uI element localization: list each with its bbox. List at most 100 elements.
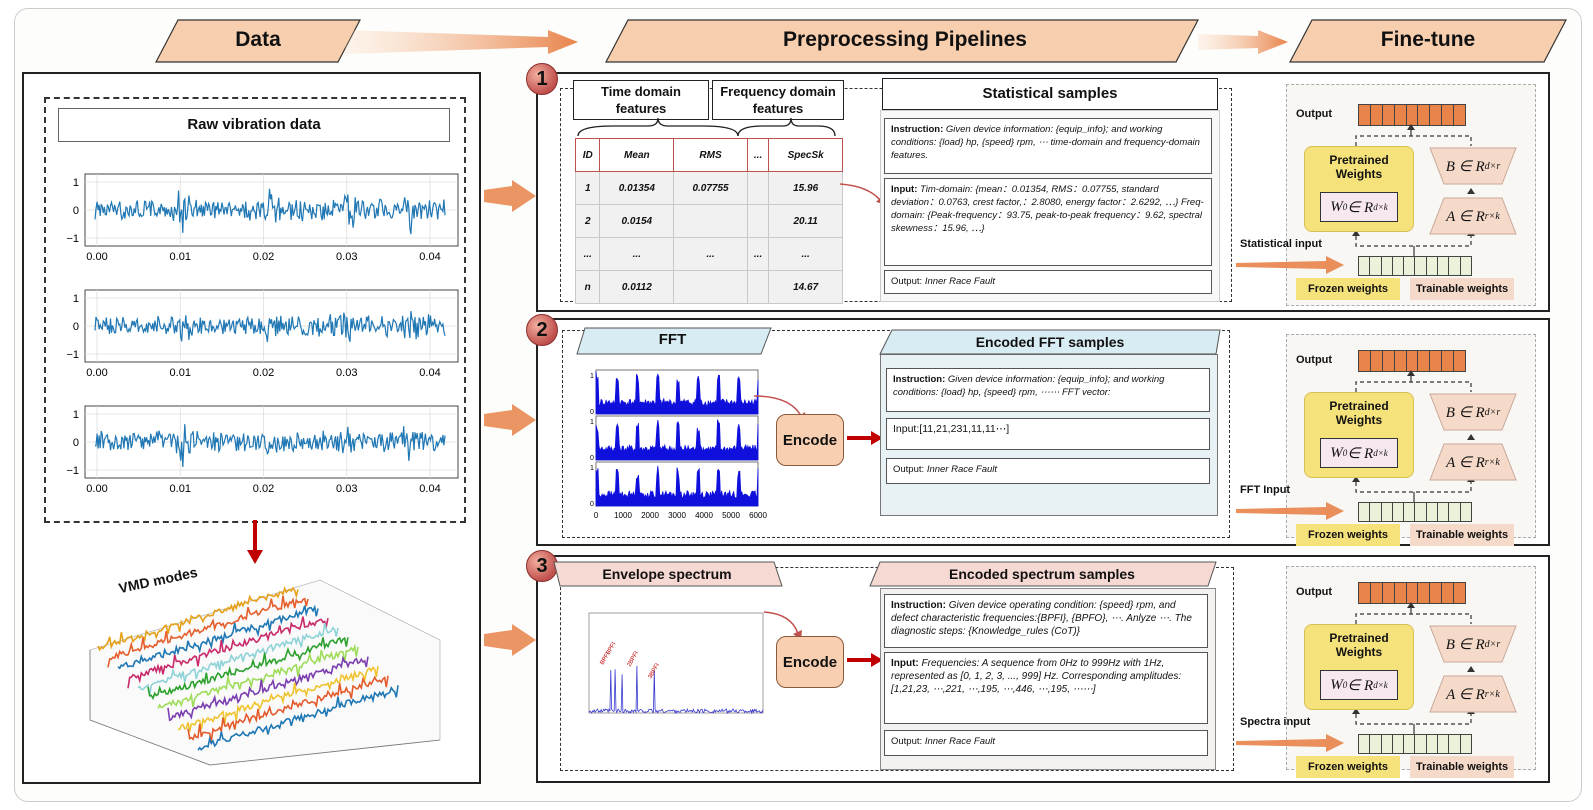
table-cell: n — [574, 270, 601, 304]
vmd-mode-line — [187, 675, 389, 742]
p2-output-text: Inner Race Fault — [926, 464, 998, 475]
p2-input-text: Input:[11,21,231,11,11⋯] — [893, 423, 1010, 435]
p1-input-box: Input: Tim-domain: {mean：0.01354, RMS：0.… — [884, 178, 1212, 266]
col-header: SpecSk — [768, 138, 843, 172]
header-banners — [155, 19, 1567, 63]
y-tick-label: −1 — [66, 465, 79, 477]
y-tick-label: 1 — [73, 293, 79, 305]
p1-input-label: Input: — [891, 184, 918, 195]
input-arrow — [1236, 502, 1344, 520]
p3-input-box: Input: Frequencies: A sequence from 0Hz … — [884, 652, 1208, 724]
envelope-line — [588, 665, 764, 715]
table-cell — [673, 204, 748, 238]
table-cell — [746, 204, 770, 238]
header-arrow-1 — [345, 30, 578, 54]
finetune-input-label: FFT Input — [1240, 484, 1291, 496]
encoded-fft-title: Encoded FFT samples — [975, 334, 1125, 350]
vmd-mode-line — [167, 655, 369, 722]
data-header: Data — [235, 28, 281, 51]
signal-line — [94, 188, 446, 235]
encoded-spectrum-title-banner — [869, 561, 1217, 587]
input-arrow — [1236, 734, 1344, 752]
fft-spectrum — [595, 465, 759, 507]
vmd-down-arrow — [247, 520, 263, 564]
vmd-mode-line — [197, 685, 399, 751]
y-tick-label: −1 — [66, 233, 79, 245]
p1-output-text: Inner Race Fault — [924, 276, 996, 287]
vmd-modes-plot — [89, 579, 441, 766]
fft-spectrum — [595, 371, 759, 415]
finetune-connectors — [1352, 124, 1475, 256]
fft-spectrum — [595, 419, 759, 461]
p3-output-label: Output: — [891, 736, 923, 747]
p2-encode-arrow — [847, 431, 883, 445]
y-tick-label: 1 — [73, 177, 79, 189]
pipeline1-badge: 1 — [526, 63, 558, 95]
vmd-axes — [89, 579, 441, 766]
signal-line — [94, 424, 446, 468]
table-cell: 0.07755 — [673, 171, 748, 205]
table-cell: 20.11 — [768, 204, 843, 238]
fft-x-tick: 0 — [594, 511, 599, 520]
fft-x-tick: 5000 — [722, 511, 740, 520]
fft-y-tick: 0 — [590, 409, 594, 416]
col-header: ID — [574, 138, 601, 172]
table-cell: 0.01354 — [599, 171, 675, 205]
data-to-p1-arrow — [484, 180, 536, 212]
pretrained-label: Pretrained Weights — [1329, 631, 1389, 659]
x-tick-label: 0.04 — [419, 367, 440, 379]
table-header-row: ID Mean RMS ... SpecSk — [574, 138, 843, 172]
table-cell: 0.0112 — [599, 270, 675, 304]
fft-subplot: 10 — [590, 461, 759, 508]
b-matrix-shape — [1429, 393, 1517, 431]
b-matrix-shape — [1429, 147, 1517, 185]
pipelines-banner — [605, 19, 1199, 63]
data-to-p2-arrow — [484, 404, 536, 436]
pipeline2-badge: 2 — [526, 314, 558, 346]
statistical-samples-title-box: Statistical samples — [882, 78, 1218, 110]
p3-instruction-label: Instruction: — [891, 600, 946, 611]
time-domain-label: Time domain features — [601, 84, 681, 116]
p1-instruction-text: Given device information: {equip_info}; … — [891, 124, 1200, 161]
x-tick-label: 0.03 — [336, 367, 357, 379]
table-cell: 15.96 — [768, 171, 843, 205]
header-arrow-2 — [1198, 30, 1288, 54]
table-cell: 1 — [574, 171, 601, 205]
output-label: Output — [1296, 354, 1333, 366]
p2-instruction-label: Instruction: — [893, 374, 946, 385]
x-tick-label: 0.03 — [336, 251, 357, 263]
b-matrix-shape — [1429, 625, 1517, 663]
finetune-input-label: Spectra input — [1240, 716, 1311, 728]
vmd-mode-line — [117, 604, 319, 670]
p3-input-text: Frequencies: A sequence from 0Hz to 999H… — [891, 658, 1182, 695]
table-cell: ... — [673, 237, 748, 271]
encoded-spectrum-title: Encoded spectrum samples — [949, 566, 1135, 582]
x-tick-label: 0.01 — [170, 251, 191, 263]
y-tick-label: −1 — [66, 349, 79, 361]
frozen-weights-legend: Frozen weights — [1296, 524, 1400, 546]
fft-y-tick: 0 — [590, 501, 594, 508]
table-row: 2 0.0154 20.11 — [574, 204, 843, 238]
fft-y-tick: 1 — [590, 465, 594, 472]
y-tick-label: 0 — [73, 321, 79, 333]
table-cell: 0.0154 — [599, 204, 675, 238]
statistical-samples-title: Statistical samples — [982, 85, 1118, 102]
x-tick-label: 0.02 — [253, 367, 274, 379]
table-braces — [577, 118, 836, 137]
fft-x-tick: 6000 — [749, 511, 767, 520]
pretrained-label: Pretrained Weights — [1329, 153, 1389, 181]
pretrained-label: Pretrained Weights — [1329, 399, 1389, 427]
p3-instruction-box: Instruction: Given device operating cond… — [884, 594, 1208, 648]
p3-instruction-text: Given device operating condition: {speed… — [891, 600, 1192, 637]
p3-output-text: Inner Race Fault — [924, 736, 996, 747]
p1-instruction-label: Instruction: — [891, 124, 944, 135]
